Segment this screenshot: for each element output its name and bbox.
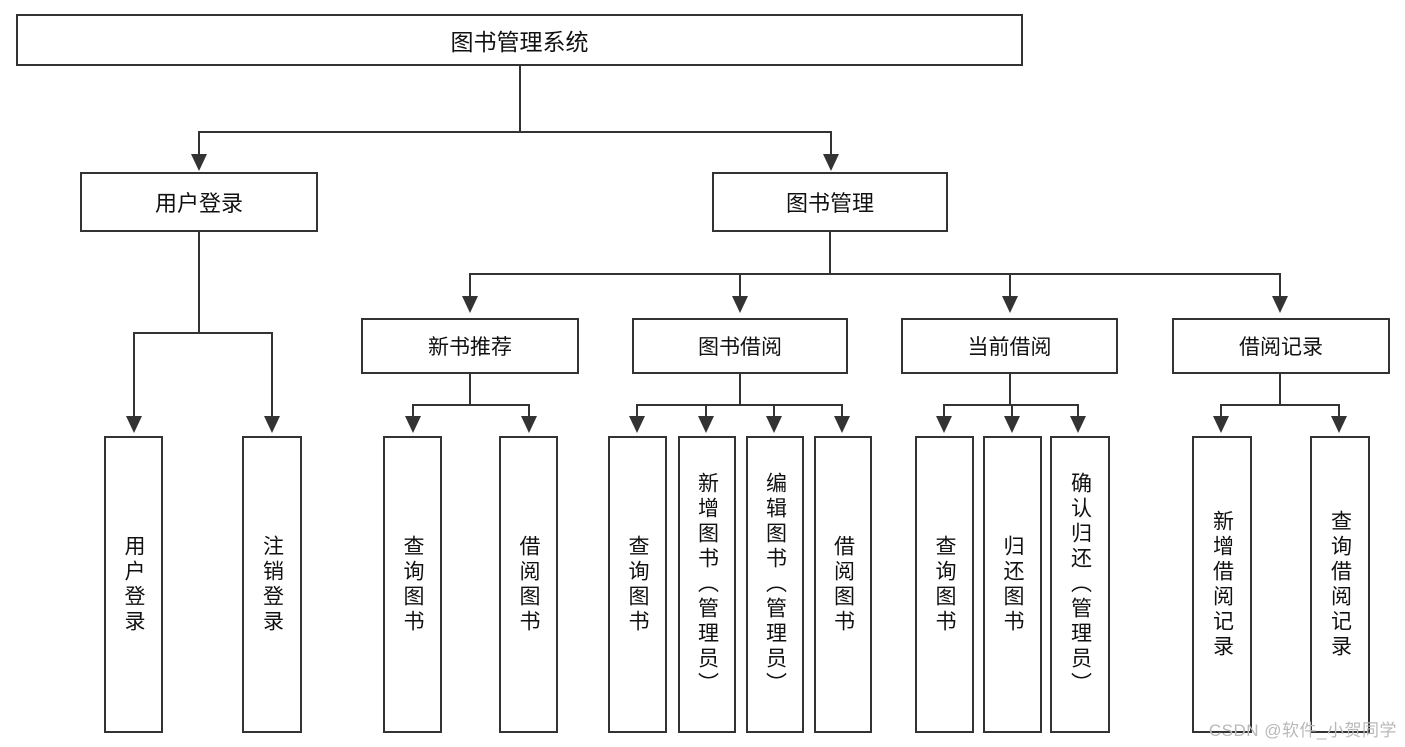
leaf-book-borrow-2[interactable]: 新增图书（管理员）: [678, 436, 736, 733]
edge-book-borrow-drop-1: [636, 404, 638, 418]
leaf-book-borrow-3[interactable]: 编辑图书（管理员）: [746, 436, 804, 733]
edge-book-manage-drop-4: [1279, 273, 1281, 298]
leaf-book-borrow-4[interactable]: 借阅图书: [814, 436, 872, 733]
edge-book-borrow-bar: [636, 404, 843, 406]
node-label: 注销登录: [260, 534, 284, 635]
node-label: 查询借阅记录: [1328, 509, 1352, 660]
node-label: 图书管理系统: [450, 29, 589, 55]
edge-root-to-user-login: [198, 131, 200, 156]
node-label: 借阅记录: [1239, 336, 1323, 359]
arrow-book-borrow-leaf-2: [698, 416, 714, 433]
node-user-login[interactable]: 用户登录: [80, 172, 318, 232]
node-book-borrow[interactable]: 图书借阅: [632, 318, 848, 374]
edge-root-to-book-manage: [830, 131, 832, 156]
edge-root-bar: [198, 131, 832, 133]
node-label: 用户登录: [122, 534, 145, 635]
node-label: 查询图书: [626, 534, 649, 635]
edge-current-borrow-stem: [1009, 374, 1011, 405]
edge-book-borrow-drop-4: [841, 404, 843, 418]
arrow-book-borrow-leaf-4: [834, 416, 850, 433]
edge-book-manage-drop-1: [469, 273, 471, 298]
edge-root-stem: [519, 66, 521, 132]
edge-borrow-record-drop-1: [1220, 404, 1222, 418]
edge-new-book-drop-1: [412, 404, 414, 418]
edge-user-login-drop-2: [271, 332, 273, 418]
edge-current-borrow-drop-3: [1077, 404, 1079, 418]
arrow-user-login-leaf-1: [126, 416, 142, 433]
arrow-to-user-login: [191, 154, 207, 171]
edge-book-borrow-stem: [739, 374, 741, 405]
arrow-to-current-borrow: [1002, 296, 1018, 313]
arrow-book-borrow-leaf-1: [629, 416, 645, 433]
edge-user-login-stem: [198, 232, 200, 333]
edge-current-borrow-drop-2: [1011, 404, 1013, 418]
node-label: 编辑图书（管理员）: [763, 472, 787, 697]
leaf-new-book-1[interactable]: 查询图书: [383, 436, 442, 733]
leaf-current-borrow-1[interactable]: 查询图书: [915, 436, 974, 733]
node-label: 查询图书: [933, 534, 956, 635]
edge-borrow-record-bar: [1220, 404, 1340, 406]
arrow-to-book-borrow: [732, 296, 748, 313]
edge-book-borrow-drop-2: [705, 404, 707, 418]
leaf-book-borrow-1[interactable]: 查询图书: [608, 436, 667, 733]
leaf-new-book-2[interactable]: 借阅图书: [499, 436, 558, 733]
node-label: 归还图书: [1001, 534, 1024, 635]
edge-user-login-drop-1: [133, 332, 135, 418]
leaf-current-borrow-2[interactable]: 归还图书: [983, 436, 1042, 733]
arrow-new-book-leaf-2: [521, 416, 537, 433]
edge-borrow-record-stem: [1279, 374, 1281, 405]
leaf-borrow-record-2[interactable]: 查询借阅记录: [1310, 436, 1370, 733]
arrow-current-borrow-leaf-1: [936, 416, 952, 433]
edge-new-book-bar: [412, 404, 530, 406]
arrow-current-borrow-leaf-2: [1004, 416, 1020, 433]
edge-new-book-drop-2: [528, 404, 530, 418]
node-label: 新增图书（管理员）: [695, 472, 719, 697]
node-label: 图书管理: [785, 191, 874, 216]
node-label: 借阅图书: [831, 534, 855, 635]
leaf-current-borrow-3[interactable]: 确认归还（管理员）: [1050, 436, 1110, 733]
arrow-to-borrow-record: [1272, 296, 1288, 313]
edge-borrow-record-drop-2: [1338, 404, 1340, 418]
node-new-book-recommend[interactable]: 新书推荐: [361, 318, 579, 374]
node-label: 图书借阅: [698, 336, 782, 359]
node-label: 借阅图书: [517, 534, 540, 635]
leaf-user-login-2[interactable]: 注销登录: [242, 436, 302, 733]
edge-user-login-bar: [133, 332, 272, 334]
arrow-to-new-book-recommend: [462, 296, 478, 313]
node-root-system[interactable]: 图书管理系统: [16, 14, 1023, 66]
arrow-user-login-leaf-2: [264, 416, 280, 433]
edge-book-manage-drop-3: [1009, 273, 1011, 298]
edge-current-borrow-drop-1: [943, 404, 945, 418]
arrow-borrow-record-leaf-2: [1331, 416, 1347, 433]
edge-book-manage-drop-2: [739, 273, 741, 298]
node-current-borrow[interactable]: 当前借阅: [901, 318, 1118, 374]
leaf-user-login-1[interactable]: 用户登录: [104, 436, 163, 733]
node-label: 新增借阅记录: [1210, 509, 1234, 660]
node-borrow-record[interactable]: 借阅记录: [1172, 318, 1390, 374]
node-label: 用户登录: [154, 191, 243, 216]
edge-book-manage-bar: [469, 273, 1281, 275]
node-label: 确认归还（管理员）: [1068, 472, 1092, 697]
arrow-to-book-manage: [823, 154, 839, 171]
leaf-borrow-record-1[interactable]: 新增借阅记录: [1192, 436, 1252, 733]
arrow-new-book-leaf-1: [405, 416, 421, 433]
node-label: 新书推荐: [428, 336, 512, 359]
node-book-management[interactable]: 图书管理: [712, 172, 948, 232]
edge-book-manage-stem: [829, 232, 831, 274]
node-label: 当前借阅: [967, 336, 1052, 359]
node-label: 查询图书: [401, 534, 424, 635]
arrow-current-borrow-leaf-3: [1070, 416, 1086, 433]
edge-book-borrow-drop-3: [773, 404, 775, 418]
edge-new-book-stem: [469, 374, 471, 405]
arrow-book-borrow-leaf-3: [766, 416, 782, 433]
arrow-borrow-record-leaf-1: [1213, 416, 1229, 433]
